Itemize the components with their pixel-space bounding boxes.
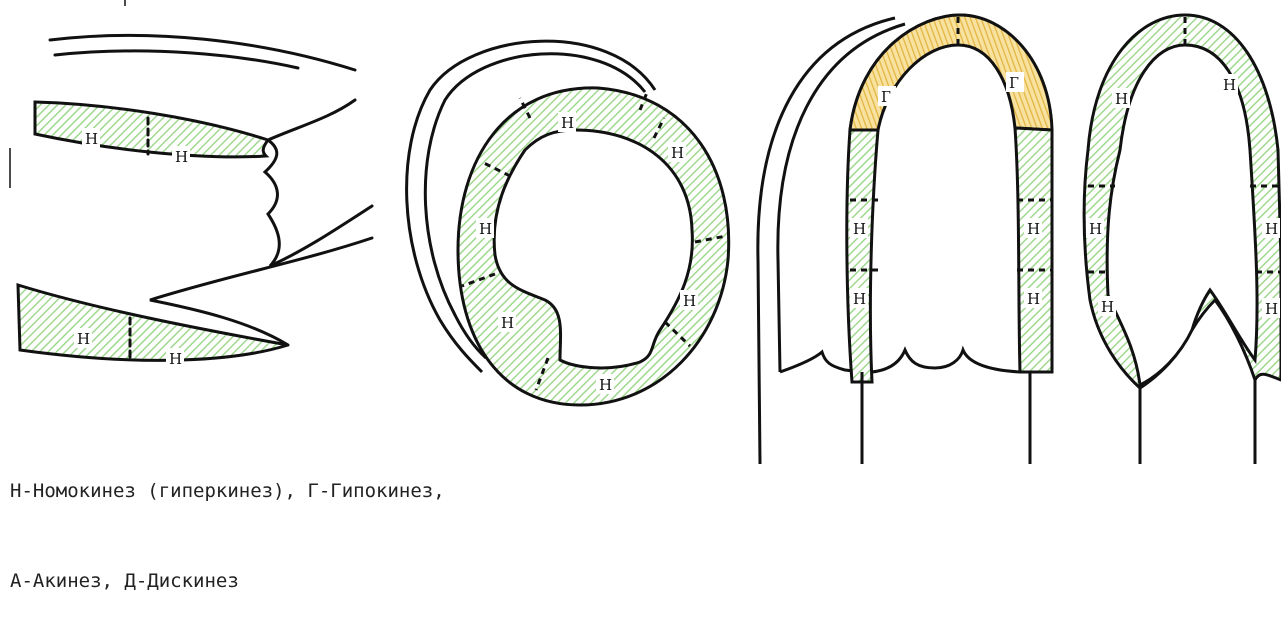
segment-label: Н: [1027, 220, 1040, 238]
segment-label: Н: [479, 220, 492, 238]
segment-label: Н: [561, 114, 574, 132]
segment-label: Н: [671, 144, 684, 162]
two-chamber-view: [1084, 15, 1281, 464]
long-axis-view: [18, 35, 372, 362]
segment-label: Н: [175, 148, 188, 166]
segment-label: Н: [1265, 220, 1278, 238]
segment-label: Н: [85, 130, 98, 148]
legend-line-1: Н-Номокинез (гиперкинез), Г-Гипокинез,: [10, 476, 445, 506]
lv-wall-2ch: [1084, 15, 1281, 388]
segment-label: Н: [1223, 76, 1236, 94]
segment-label: Н: [683, 292, 696, 310]
segment-label: Г: [881, 88, 891, 106]
segment-label: Н: [1027, 290, 1040, 308]
posterior-wall-segment-upper: [35, 102, 268, 157]
segment-label: Н: [1101, 298, 1114, 316]
legend-line-2: А-Акинез, Д-Дискинез: [10, 566, 445, 596]
segment-label: Н: [1265, 300, 1278, 318]
segment-label: Н: [501, 314, 514, 332]
echo-segment-diagram: Н Н Н Н Н Н Н Н Н Н: [0, 0, 1281, 464]
segment-label: Н: [77, 330, 90, 348]
segment-label: Н: [599, 376, 612, 394]
segment-label: Н: [853, 220, 866, 238]
segment-label: Н: [169, 350, 182, 368]
anterior-wall-segment-lower: [18, 285, 288, 360]
lv-septal-wall: [847, 130, 878, 382]
segment-label: Г: [1009, 74, 1019, 92]
segment-label: Н: [1089, 220, 1102, 238]
myocardial-ring: [458, 88, 729, 405]
legend: Н-Номокинез (гиперкинез), Г-Гипокинез, А…: [10, 416, 445, 626]
segment-label: Н: [853, 290, 866, 308]
segment-label: Н: [1115, 90, 1128, 108]
lv-lateral-wall: [1015, 128, 1052, 372]
short-axis-view: [407, 41, 729, 405]
